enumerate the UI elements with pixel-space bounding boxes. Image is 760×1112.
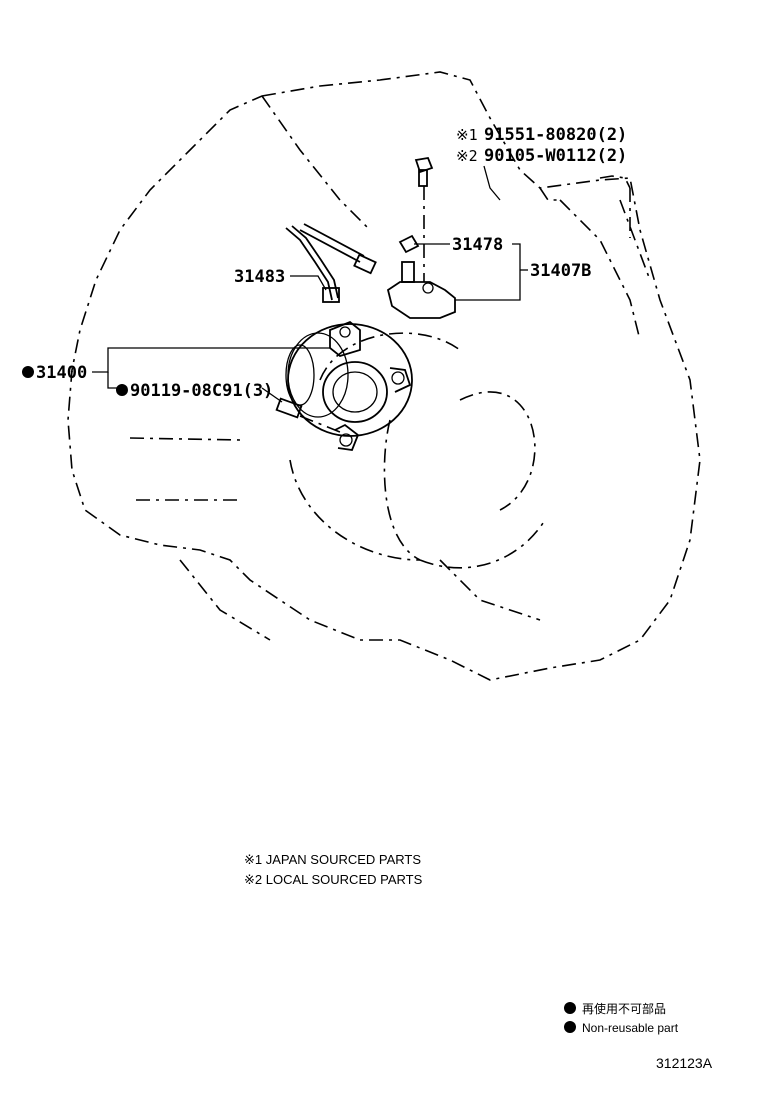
bolt-90119-drawing bbox=[275, 397, 341, 433]
release-cylinder-drawing bbox=[285, 320, 413, 451]
label-31478: 31478 bbox=[452, 235, 503, 255]
label-31400: 31400 bbox=[36, 363, 87, 383]
leader-lines bbox=[92, 165, 528, 403]
mark-1: ※1 bbox=[456, 126, 478, 144]
bleeder-assembly-drawing bbox=[386, 234, 456, 319]
legend-dot-en bbox=[564, 1021, 576, 1033]
label-31407b: 31407B bbox=[530, 261, 591, 281]
label-31483: 31483 bbox=[234, 267, 285, 287]
label-90119: 90119-08C91(3) bbox=[130, 381, 273, 401]
figure-code: 312123A bbox=[656, 1055, 713, 1071]
transmission-housing-outline bbox=[67, 71, 701, 681]
bolt-drawing bbox=[414, 156, 434, 282]
callout-labels: 31400 90119-08C91(3) 31483 31478 31407B … bbox=[22, 125, 627, 401]
legend-jp-text: 再使用不可部品 bbox=[582, 1001, 666, 1016]
legend: 再使用不可部品 Non-reusable part bbox=[564, 1001, 679, 1035]
note-local-sourced: ※2 LOCAL SOURCED PARTS bbox=[244, 872, 423, 887]
hose-drawing bbox=[285, 223, 377, 303]
note-japan-sourced: ※1 JAPAN SOURCED PARTS bbox=[244, 852, 421, 867]
label-91551: 91551-80820(2) bbox=[484, 125, 627, 145]
non-reusable-marker-90119 bbox=[116, 384, 128, 396]
source-notes: ※1 JAPAN SOURCED PARTS ※2 LOCAL SOURCED … bbox=[244, 852, 423, 887]
label-90105: 90105-W0112(2) bbox=[484, 146, 627, 166]
mark-2: ※2 bbox=[456, 147, 478, 165]
non-reusable-marker-31400 bbox=[22, 366, 34, 378]
legend-en-text: Non-reusable part bbox=[582, 1021, 679, 1035]
legend-dot-jp bbox=[564, 1002, 576, 1014]
